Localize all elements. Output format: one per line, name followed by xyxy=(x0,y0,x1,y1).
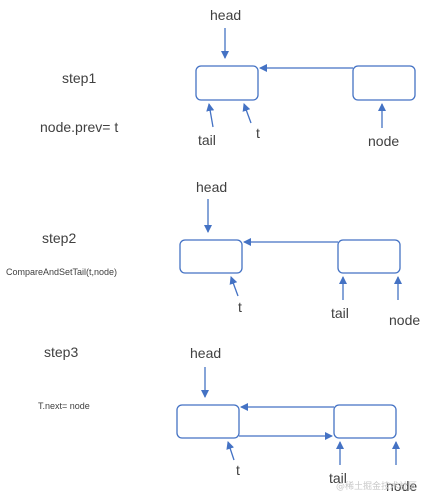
step2-t-label: t xyxy=(238,299,242,315)
step1-node-label: node xyxy=(368,133,399,149)
step2-new-node-box xyxy=(337,239,401,274)
step2-head-label: head xyxy=(196,179,227,195)
step2-t-arrow xyxy=(229,276,239,297)
step1-group: step1 node.prev= t head tail t node xyxy=(40,7,416,149)
step2-t-node-box xyxy=(179,239,243,274)
step1-title: step1 xyxy=(62,70,96,86)
step1-new-node-box xyxy=(352,65,416,101)
step2-tail-label: tail xyxy=(331,305,349,321)
step3-operation: T.next= node xyxy=(38,401,90,411)
step1-operation: node.prev= t xyxy=(40,119,118,135)
step1-head-label: head xyxy=(210,7,241,23)
step1-t-node-box xyxy=(195,65,259,101)
step1-tail-label: tail xyxy=(198,132,216,148)
step3-t-arrow xyxy=(226,441,235,461)
step3-title: step3 xyxy=(44,344,78,360)
step3-node-label: node xyxy=(386,478,417,494)
step3-group: step3 T.next= node head t tail node xyxy=(38,344,417,494)
step3-head-label: head xyxy=(190,345,221,361)
step3-tail-label: tail xyxy=(329,470,347,486)
step2-group: step2 CompareAndSetTail(t,node) head t t… xyxy=(6,179,420,328)
step1-t-label: t xyxy=(256,125,260,141)
step2-operation: CompareAndSetTail(t,node) xyxy=(6,267,117,277)
step3-t-label: t xyxy=(236,462,240,478)
step3-t-node-box xyxy=(176,404,240,439)
watermark: @稀土掘金技术社区 xyxy=(336,480,417,492)
step1-tail-arrow xyxy=(206,103,215,128)
step1-t-arrow xyxy=(242,103,252,124)
step3-new-node-box xyxy=(333,404,397,439)
step2-node-label: node xyxy=(389,312,420,328)
step2-title: step2 xyxy=(42,230,76,246)
